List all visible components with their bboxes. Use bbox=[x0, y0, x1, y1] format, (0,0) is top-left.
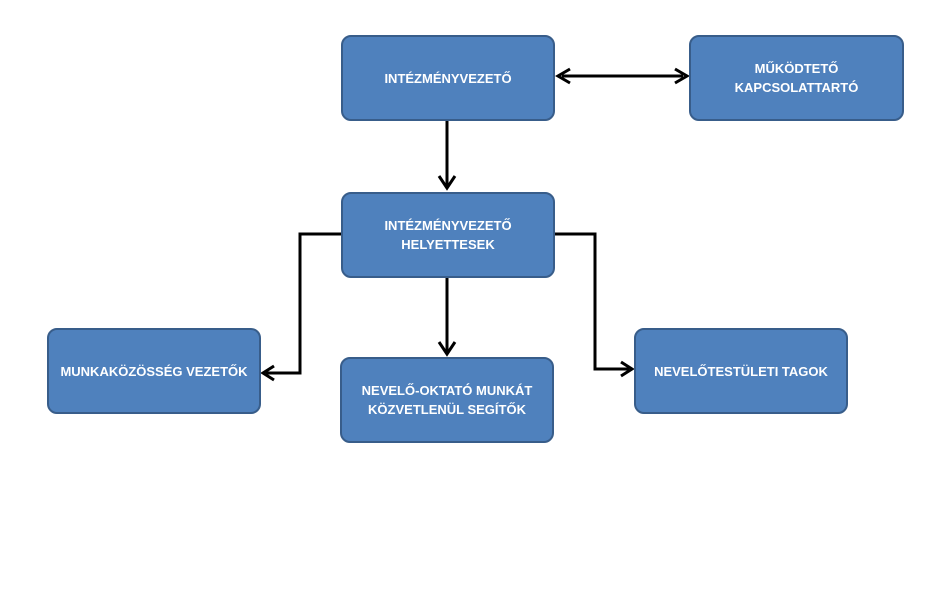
node-operator-contact[interactable]: MŰKÖDTETŐ KAPCSOLATTARTÓ bbox=[689, 35, 904, 121]
arrowhead-toward-staff bbox=[620, 360, 635, 378]
arrowhead-toward-helpers bbox=[437, 341, 457, 357]
edge-deputies-workgroup bbox=[266, 232, 341, 375]
arrowhead-toward-deputies bbox=[437, 175, 457, 191]
arrowhead-toward-operator bbox=[674, 67, 690, 85]
node-deputies-label: INTÉZMÉNYVEZETŐ HELYETTESEK bbox=[384, 218, 512, 252]
node-deputies[interactable]: INTÉZMÉNYVEZETŐ HELYETTESEK bbox=[341, 192, 555, 278]
node-teaching-support-label: NEVELŐ-OKTATÓ MUNKÁT KÖZVETLENÜL SEGÍTŐK bbox=[361, 383, 533, 417]
node-director-label: INTÉZMÉNYVEZETŐ bbox=[384, 70, 512, 86]
node-workgroup-leaders-label: MUNKAKÖZÖSSÉG VEZETŐK bbox=[60, 363, 248, 379]
arrowhead-toward-workgroup bbox=[260, 364, 275, 382]
node-staff-members[interactable]: NEVELŐTESTÜLETI TAGOK bbox=[634, 328, 848, 414]
node-operator-contact-label: MŰKÖDTETŐ KAPCSOLATTARTÓ bbox=[734, 61, 859, 95]
arrowhead-toward-director bbox=[555, 67, 571, 85]
node-teaching-support[interactable]: NEVELŐ-OKTATÓ MUNKÁT KÖZVETLENÜL SEGÍTŐK bbox=[340, 357, 554, 443]
node-director[interactable]: INTÉZMÉNYVEZETŐ bbox=[341, 35, 555, 121]
edge-deputies-staff bbox=[555, 232, 629, 371]
node-workgroup-leaders[interactable]: MUNKAKÖZÖSSÉG VEZETŐK bbox=[47, 328, 261, 414]
node-staff-members-label: NEVELŐTESTÜLETI TAGOK bbox=[654, 363, 828, 379]
